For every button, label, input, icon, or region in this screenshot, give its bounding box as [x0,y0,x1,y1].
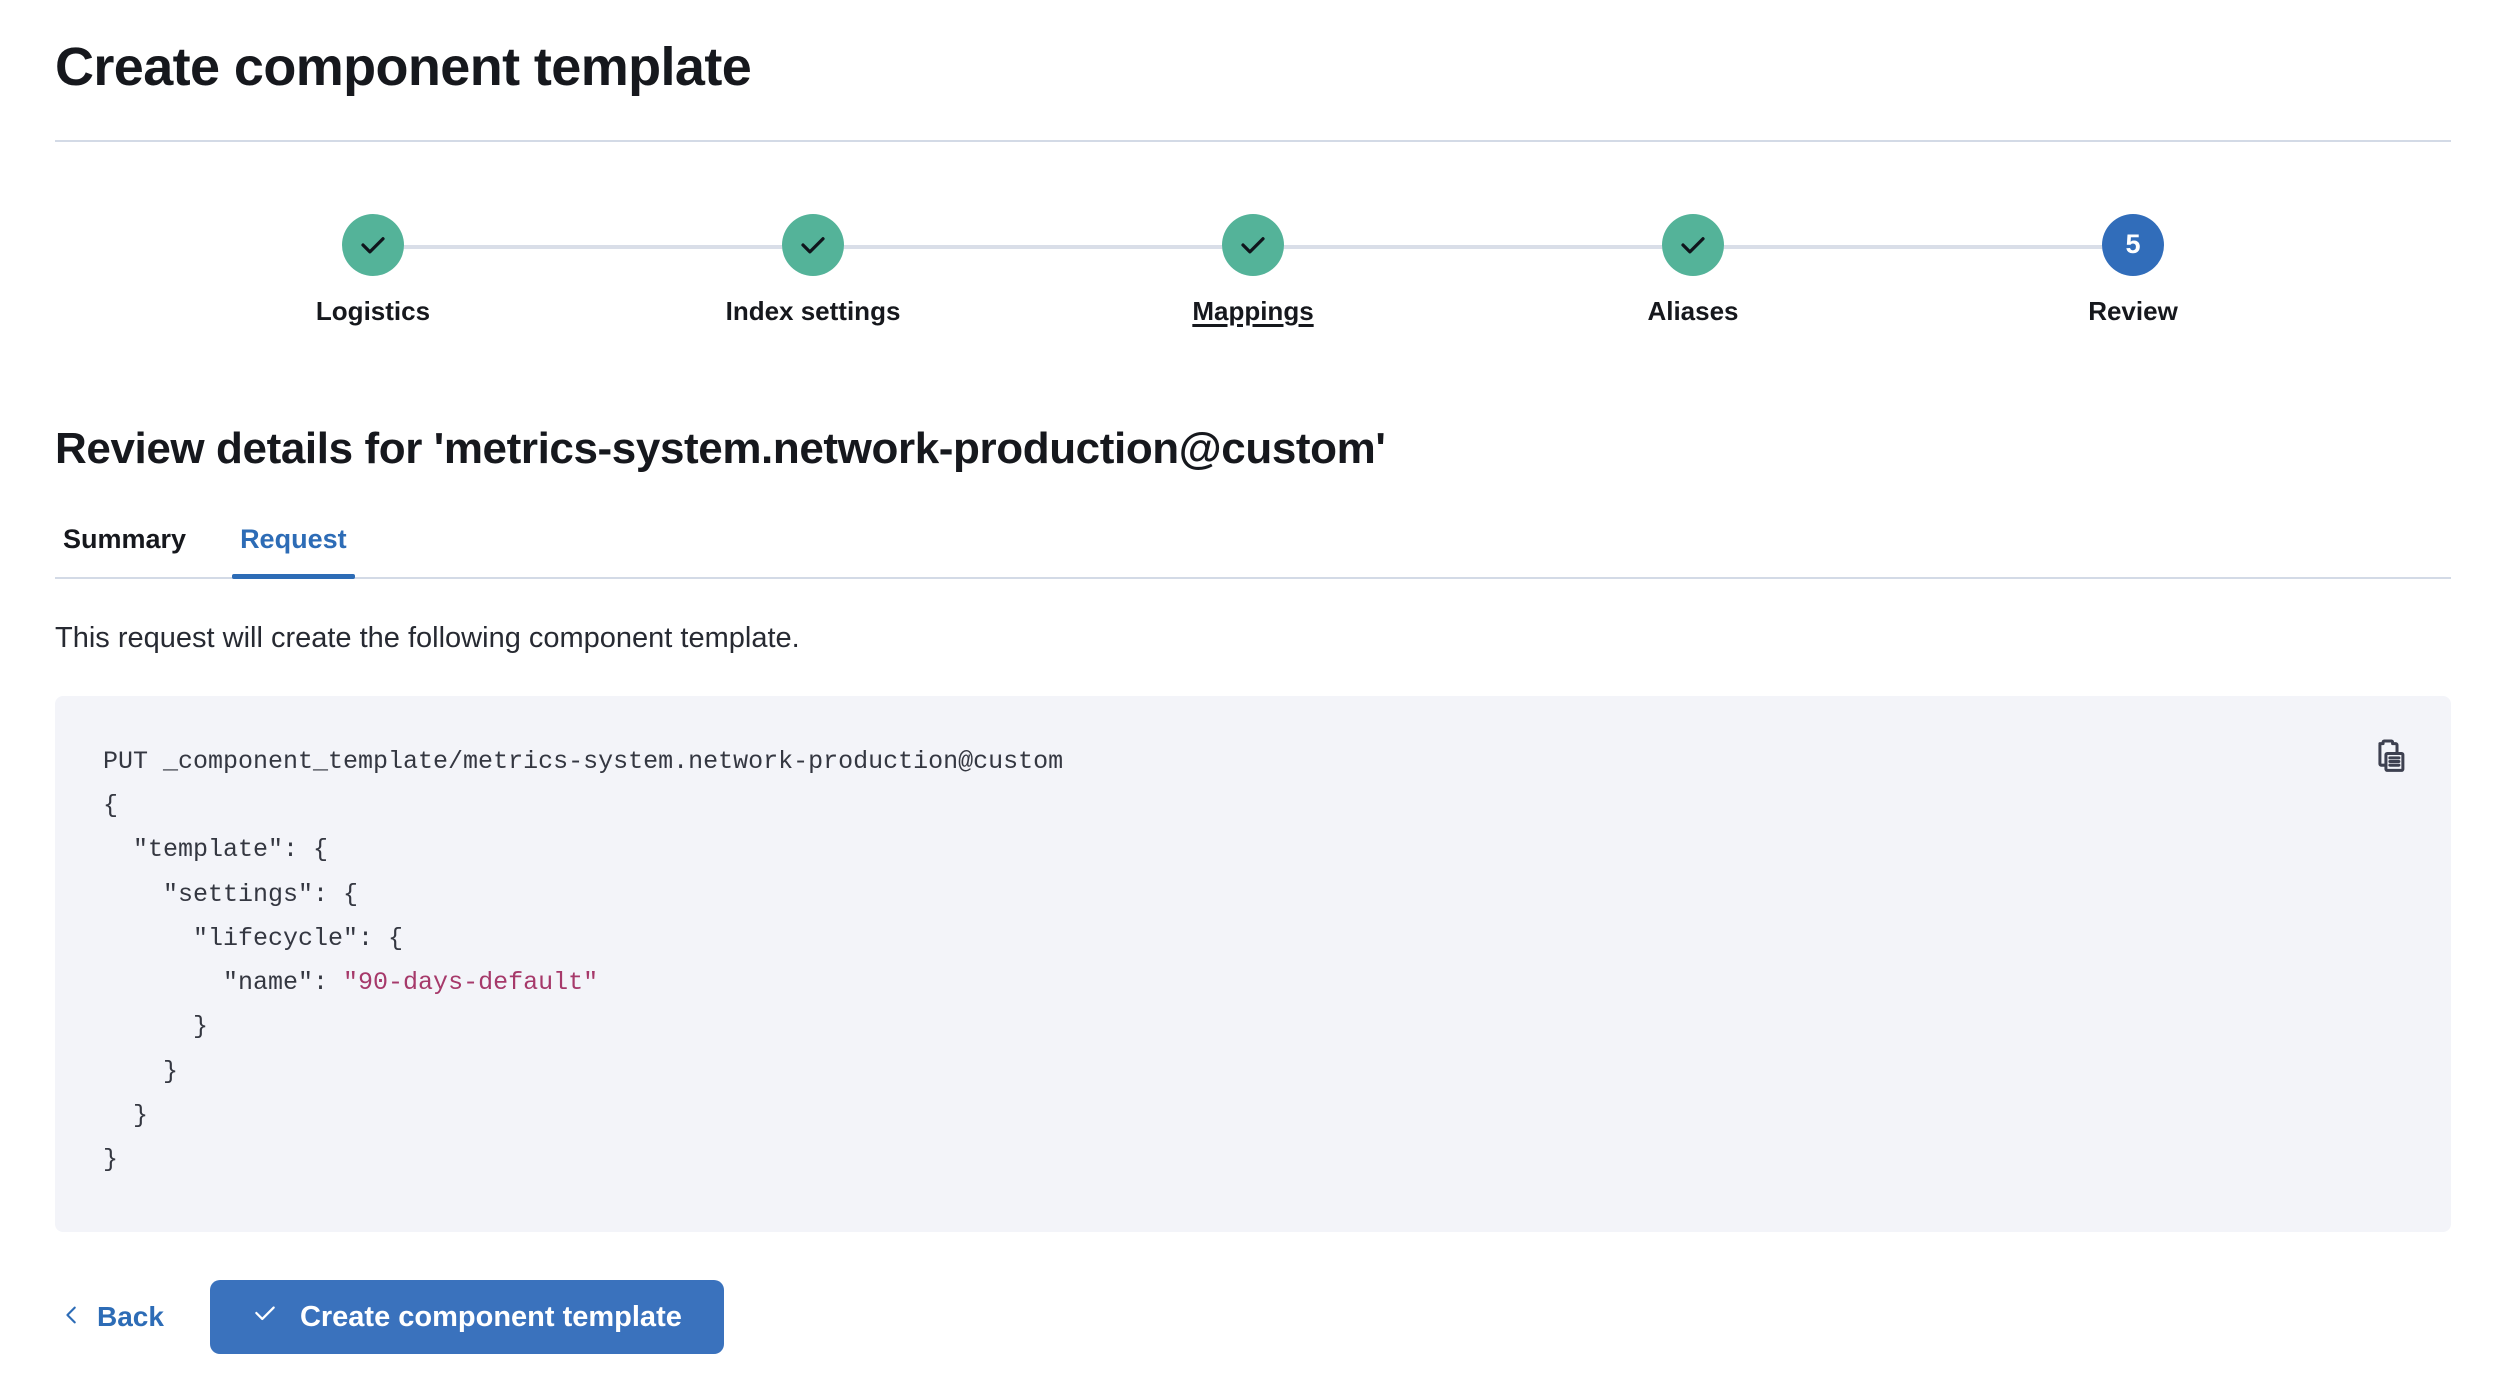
step-label: Logistics [315,295,431,326]
back-button-label: Back [97,1301,164,1333]
stepper-step-review[interactable]: 5 Review [2058,213,2208,327]
back-button[interactable]: Back [55,1291,170,1343]
step-status-circle [342,213,404,276]
request-code: PUT _component_template/metrics-system.n… [103,740,2403,1183]
form-actions: Back Create component template [55,1280,2451,1355]
wizard-stepper: Logistics Index settings Mappings [55,213,2451,364]
tab-summary[interactable]: Summary [55,518,194,577]
code-body-after: } } } } [103,1012,209,1175]
check-icon [252,1300,278,1334]
code-body-before: { "template": { "settings": { "lifecycle… [103,791,404,998]
code-request-line: PUT _component_template/metrics-system.n… [103,746,1064,776]
stepper-step-mappings[interactable]: Mappings [1178,213,1328,327]
step-status-circle: 5 [2102,213,2164,276]
request-description: This request will create the following c… [55,621,800,654]
check-icon [1238,230,1268,260]
code-string-value: "90-days-default" [343,968,599,998]
chevron-left-icon [61,1301,83,1333]
create-component-template-button[interactable]: Create component template [209,1280,724,1355]
step-label: Mappings [1192,295,1314,326]
header-divider [55,139,2451,142]
step-status-circle [782,213,844,276]
check-icon [1678,230,1708,260]
review-heading: Review details for 'metrics-system.netwo… [55,423,1386,473]
step-label: Aliases [1647,295,1739,326]
create-component-template-label: Create component template [299,1300,682,1333]
stepper-step-index-settings[interactable]: Index settings [726,213,900,327]
check-icon [798,230,828,260]
request-code-block: PUT _component_template/metrics-system.n… [55,695,2451,1233]
stepper-step-logistics[interactable]: Logistics [298,213,448,327]
check-icon [358,230,388,260]
stepper-step-aliases[interactable]: Aliases [1618,213,1768,327]
page-title: Create component template [55,37,752,97]
step-status-circle [1662,213,1724,276]
stepper-steps: Logistics Index settings Mappings [55,213,2451,327]
tab-request[interactable]: Request [232,518,355,579]
step-label: Review [2088,295,2178,326]
review-tabs: Summary Request [55,518,2451,579]
step-label: Index settings [725,295,901,326]
step-number: 5 [2125,229,2141,260]
copy-clipboard-icon[interactable] [2367,732,2415,780]
step-status-circle [1222,213,1284,276]
